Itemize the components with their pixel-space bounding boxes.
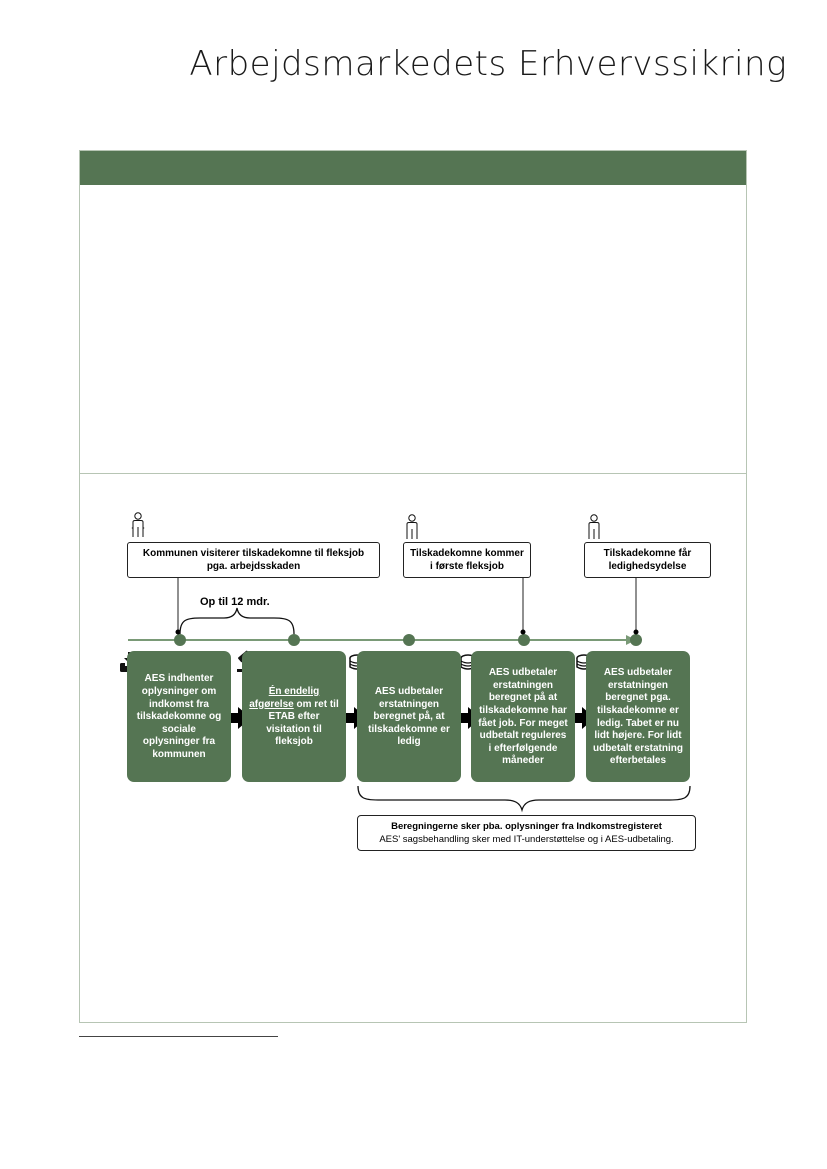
connector-dot-2 <box>520 629 526 635</box>
step-collect-information: AES indhenter oplysninger om indkomst fr… <box>127 651 231 782</box>
summary-subtitle: AES' sagsbehandling sker med IT-understø… <box>379 834 674 845</box>
step-pay-benefit: AES udbetaler erstatningen beregnet pga.… <box>586 651 690 782</box>
callout-label: Tilskadekomne kommer i første fleksjob <box>410 548 524 572</box>
callout-label: Tilskadekomne får ledighedsydelse <box>603 548 692 572</box>
period-brace <box>179 607 295 635</box>
step-text: AES udbetaler erstatningen beregnet på a… <box>478 667 568 767</box>
step-text-emphasis: Én endelig afgørelse <box>249 686 320 710</box>
timeline-node-1 <box>174 634 186 646</box>
step-text: Én endelig afgørelse om ret til ETAB eft… <box>248 686 340 749</box>
person-icon <box>131 512 145 537</box>
calculation-summary-box: Beregningerne sker pba. oplysninger fra … <box>357 815 696 851</box>
footnote-rule <box>79 1036 278 1037</box>
timeline-node-5 <box>630 634 642 646</box>
person-icon <box>406 514 418 539</box>
timeline-node-2 <box>288 634 300 646</box>
step-final-decision: Én endelig afgørelse om ret til ETAB eft… <box>242 651 346 782</box>
content-frame <box>79 150 747 1023</box>
step-text-rest: om ret til ETAB efter visitation til fle… <box>266 698 339 748</box>
step-text: AES udbetaler erstatningen beregnet pga.… <box>592 667 683 767</box>
timeline-node-3 <box>403 634 415 646</box>
steps-brace <box>357 785 691 813</box>
frame-divider <box>80 473 746 474</box>
step-pay-unemployed: AES udbetaler erstatningen beregnet på, … <box>357 651 461 782</box>
brand-title: Arbejdsmarkedets Erhvervssikring <box>189 44 787 84</box>
frame-header-bar <box>80 151 746 185</box>
summary-title: Beregningerne sker pba. oplysninger fra … <box>391 821 662 832</box>
step-pay-employed: AES udbetaler erstatningen beregnet på a… <box>471 651 575 782</box>
timeline-node-4 <box>518 634 530 646</box>
person-icon <box>588 514 600 539</box>
callout-unemployment-benefit: Tilskadekomne får ledighedsydelse <box>584 542 711 578</box>
callout-label: Kommunen visiterer tilskadekomne til fle… <box>142 548 365 572</box>
period-label: Op til 12 mdr. <box>200 596 270 608</box>
callout-municipal-visitation: Kommunen visiterer tilskadekomne til fle… <box>127 542 380 578</box>
step-text: AES indhenter oplysninger om indkomst fr… <box>136 673 222 760</box>
connector-dot-1 <box>175 629 181 635</box>
step-text: AES udbetaler erstatningen beregnet på, … <box>368 686 450 748</box>
callout-first-flexjob: Tilskadekomne kommer i første fleksjob <box>403 542 531 578</box>
connector-dot-3 <box>633 629 639 635</box>
